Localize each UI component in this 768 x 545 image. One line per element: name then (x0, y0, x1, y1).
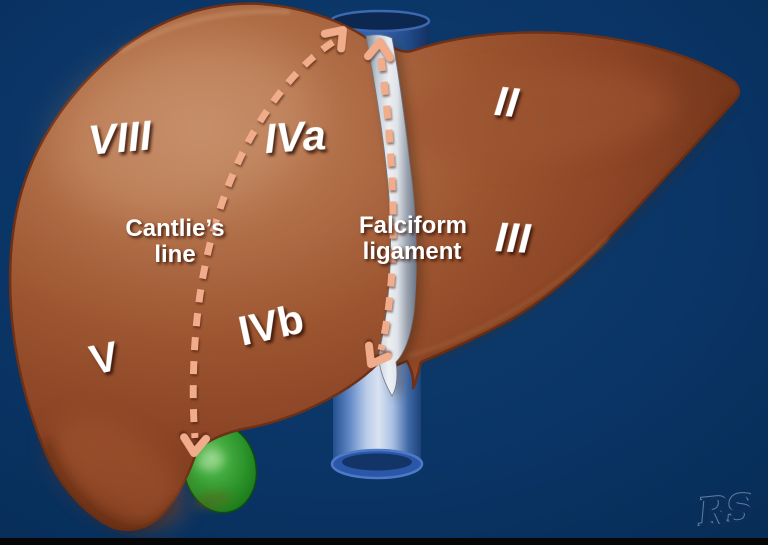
annotation-labels: Cantlie’s line Falciform ligament (125, 212, 467, 268)
cantlies-line-label-1: Cantlie’s (125, 215, 224, 242)
gallbladder-highlight (196, 451, 225, 471)
cantlies-line-arrow (180, 26, 347, 457)
segment-iva-label: IVa (263, 111, 328, 162)
falciform-ligament-arrow (363, 38, 397, 368)
falciform-dashed-path (377, 57, 397, 351)
falciform-arrowhead-top (363, 38, 394, 62)
cantlies-line-label-2: line (154, 241, 195, 268)
liver-right-edge-highlight (407, 237, 609, 358)
liver-underside-sheen (52, 417, 184, 527)
cantlies-arrowhead-bottom (180, 433, 211, 457)
falciform-arrowhead-bottom (364, 341, 393, 368)
gallbladder-shade (192, 491, 233, 510)
cantlies-dashed-path (189, 39, 335, 439)
falciform-ligament-label-1: Falciform (359, 212, 467, 239)
liver-sheen-left (57, 45, 313, 215)
artist-signature: RS RS (694, 483, 756, 536)
bottom-border (0, 538, 768, 545)
liver (8, 2, 741, 532)
signature-outline: RS (694, 484, 754, 535)
segment-viii-label: VIII (86, 111, 154, 163)
liver-bottom-dark-rim (43, 439, 179, 532)
vena-cava-opening (342, 453, 412, 471)
inferior-vena-cava-bottom (330, 348, 424, 480)
signature-text: RS (696, 485, 756, 536)
liver-top-rim-highlight (119, 9, 291, 54)
segment-iii-label: III (494, 213, 533, 262)
liver-right-dark-rim (419, 98, 735, 362)
falciform-ligament-label-2: ligament (363, 238, 462, 265)
cantlies-arrowhead-top (320, 26, 347, 53)
liver-sheen-right (385, 68, 675, 162)
